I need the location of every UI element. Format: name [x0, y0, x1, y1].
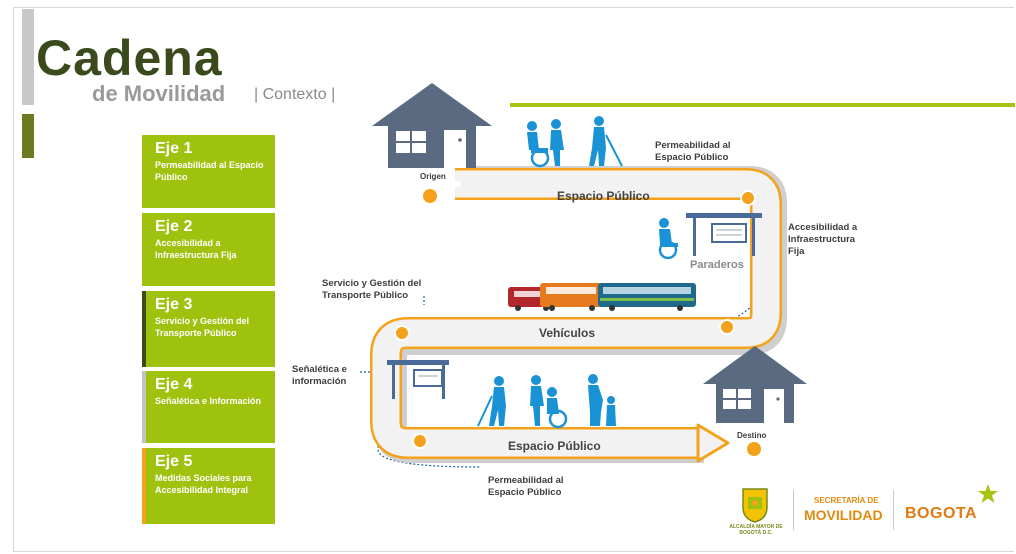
label-accesibilidad: Accesibilidad a Infraestructura Fija — [788, 222, 858, 257]
eje-3-text: Servicio y Gestión del Transporte Públic… — [155, 316, 250, 338]
bogota-label: BOGOTA — [905, 505, 978, 522]
road-shadow — [373, 166, 787, 463]
eje-2-text: Accesibilidad a Infraestructura Fija — [155, 238, 237, 260]
eje-2-box: Eje 2 Accesibilidad a Infraestructura Fi… — [142, 213, 275, 286]
eje-3-bar — [142, 291, 146, 367]
eje-5-bar — [142, 448, 146, 524]
label-paraderos: Paraderos — [690, 259, 744, 271]
page-subtitle: de Movilidad — [92, 81, 226, 106]
eje-4-bar — [142, 371, 146, 443]
label-vehiculos: Vehículos — [539, 326, 596, 340]
label-senaletica: Señalética e información — [292, 364, 347, 387]
header-accent-gray — [22, 9, 34, 105]
eje-5-text: Medidas Sociales para Accesibilidad Inte… — [155, 473, 252, 495]
stop-origin — [421, 187, 439, 205]
logo-divider-2 — [893, 490, 894, 530]
road-end-arrow — [696, 423, 730, 463]
road-start-notch — [440, 170, 462, 198]
page-title: Cadena — [36, 30, 223, 86]
header-accent-olive — [22, 114, 34, 158]
movilidad-label: MOVILIDAD — [804, 507, 883, 523]
label-destino: Destino — [737, 431, 767, 440]
stop-bottom-left — [412, 433, 428, 449]
slide-frame — [13, 7, 1014, 552]
label-espacio-publico-bottom: Espacio Público — [508, 439, 601, 453]
eje-1-bar — [142, 135, 146, 208]
people-top-icon — [527, 116, 623, 168]
secretaria-label: SECRETARÍA DE — [814, 496, 879, 505]
eje-4-box: Eje 4 Señalética e Información — [142, 371, 275, 443]
eje-1-text: Permeabilidad al Espacio Público — [155, 160, 264, 182]
eje-3-box: Eje 3 Servicio y Gestión del Transporte … — [142, 291, 275, 367]
road-border — [370, 168, 782, 459]
eje-4-number: Eje 4 — [155, 376, 193, 393]
stop-paradero-top — [740, 190, 756, 206]
buses-icon — [508, 283, 696, 311]
people-bottom-icon — [477, 374, 616, 429]
alcaldia-seal-icon — [742, 488, 768, 523]
eje-1-box: Eje 1 Permeabilidad al Espacio Público — [142, 135, 275, 208]
header-rule — [510, 103, 1015, 107]
people-paradero-icon — [658, 218, 678, 260]
road-surface — [372, 170, 780, 457]
eje-2-bar — [142, 213, 146, 286]
label-permeabilidad-bottom: Permeabilidad al Espacio Público — [488, 475, 564, 498]
bus-shelter-bottom-icon — [387, 360, 449, 399]
stop-vehiculos-left — [394, 325, 410, 341]
label-origen: Origen — [420, 172, 446, 181]
eje-2-number: Eje 2 — [155, 218, 193, 235]
page-context: | Contexto | — [254, 86, 336, 103]
alcaldia-label: ALCALDÍA MAYOR DE BOGOTÁ D.C. — [729, 524, 783, 536]
label-servicio: Servicio y Gestión del Transporte Públic… — [322, 278, 422, 301]
house-destination-icon — [703, 346, 807, 423]
label-permeabilidad-top: Permeabilidad al Espacio Público — [655, 140, 731, 163]
eje-1-number: Eje 1 — [155, 140, 193, 157]
eje-5-box: Eje 5 Medidas Sociales para Accesibilida… — [142, 448, 275, 524]
bus-shelter-top-icon — [686, 213, 762, 256]
eje-3-number: Eje 3 — [155, 296, 193, 313]
label-espacio-publico-top: Espacio Público — [557, 189, 650, 203]
eje-5-number: Eje 5 — [155, 453, 193, 470]
stop-destination — [745, 440, 763, 458]
bogota-star-icon — [978, 484, 998, 503]
stop-vehiculos-right — [719, 319, 735, 335]
logo-divider-1 — [793, 490, 794, 530]
eje-4-text: Señalética e Información — [155, 396, 262, 406]
house-origin-icon — [372, 83, 492, 168]
